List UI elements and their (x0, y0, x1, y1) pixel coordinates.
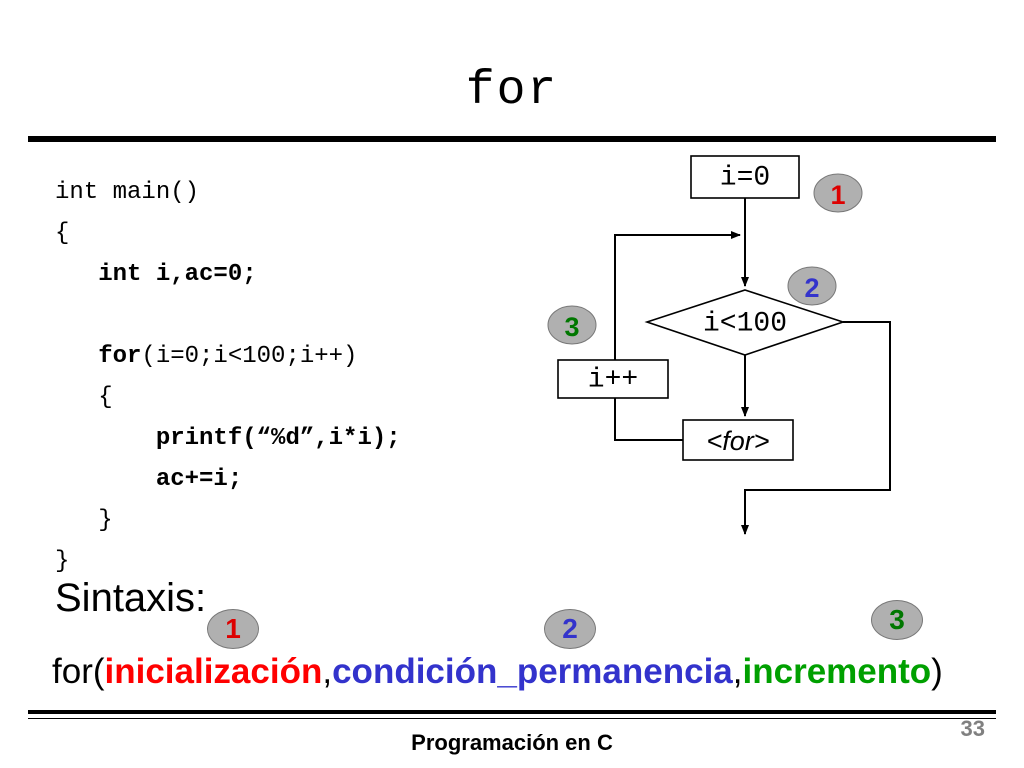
code-text: printf(“%d”,i*i); (55, 425, 401, 452)
syntax-part-increment: incremento (742, 652, 932, 691)
flowchart-badge-2-number: 2 (804, 273, 819, 303)
code-line: ac+=i; (55, 459, 401, 500)
condition-label: i<100 (703, 309, 787, 340)
code-text: int i,ac=0; (55, 261, 257, 288)
syntax-badge-1: 1 (207, 609, 259, 649)
syntax-part-initialization: inicialización (104, 652, 323, 691)
code-text: { (55, 220, 70, 247)
for-loop-flowchart: i=0 i<100 i++ <for> 1 2 3 (547, 155, 891, 535)
increment-box (557, 359, 669, 399)
slide-title: for (465, 64, 559, 118)
code-line: { (55, 213, 401, 254)
code-block: int main() { int i,ac=0; for(i=0;i<100;i… (55, 172, 401, 582)
syntax-badge-1-number: 1 (225, 613, 241, 644)
code-line: } (55, 500, 401, 541)
badge-3-ellipse (547, 305, 597, 345)
code-line: int main() (55, 172, 401, 213)
flowchart-badge-3-number: 3 (564, 312, 579, 342)
code-line (55, 295, 401, 336)
body-label: <for> (706, 426, 769, 456)
code-text: int main() (55, 179, 200, 206)
code-line: printf(“%d”,i*i); (55, 418, 401, 459)
code-line: } (55, 541, 401, 582)
badge-2-ellipse (787, 266, 837, 306)
code-text: } (55, 507, 113, 534)
syntax-part-for-open: for( (52, 652, 105, 691)
footer-title: Programación en C (411, 730, 613, 755)
syntax-part-comma-1: , (322, 652, 333, 691)
top-rule (28, 136, 996, 142)
code-text: (i=0;i<100;i++) (141, 343, 358, 370)
syntax-badge-2: 2 (544, 609, 596, 649)
syntax-part-comma-2: , (732, 652, 743, 691)
increment-label: i++ (588, 365, 638, 396)
code-text: } (55, 548, 70, 575)
code-keyword: for (55, 343, 142, 370)
init-label: i=0 (720, 163, 770, 194)
edge-loop-return (614, 231, 741, 441)
syntax-badge-3-number: 3 (889, 604, 905, 635)
condition-diamond (644, 289, 846, 356)
code-line: { (55, 377, 401, 418)
bottom-rule (28, 710, 996, 719)
body-box (682, 419, 794, 461)
edge-loop-exit (741, 321, 891, 535)
code-text: ac+=i; (55, 466, 243, 493)
syntax-badge-3: 3 (871, 600, 923, 640)
syntax-badge-2-number: 2 (562, 613, 578, 644)
code-line: int i,ac=0; (55, 254, 401, 295)
page-number: 33 (960, 716, 985, 741)
flowchart-badge-1-number: 1 (830, 180, 845, 210)
init-box (690, 155, 800, 199)
code-line: for(i=0;i<100;i++) (55, 336, 401, 377)
syntax-part-paren-close: ) (931, 652, 943, 691)
syntax-line: for( inicialización , condición_permanen… (52, 652, 943, 692)
syntax-heading: Sintaxis: (55, 576, 207, 620)
syntax-part-condition: condición_permanencia (332, 652, 733, 691)
badge-1-ellipse (813, 173, 863, 213)
code-text: { (55, 384, 113, 411)
